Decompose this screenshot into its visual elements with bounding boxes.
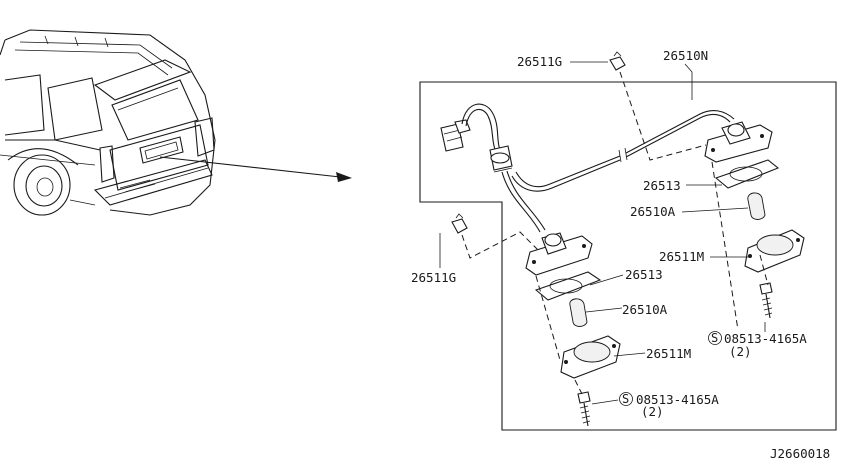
vehicle-illustration [0,29,216,216]
label-26510a-left: 26510A [622,302,668,317]
label-26511g-top: 26511G [517,54,562,69]
installation-lines [461,71,769,395]
screw-marker-left: S [622,392,629,406]
qty-left: (2) [641,404,664,419]
label-08513-left: 08513-4165A [636,392,719,407]
right-lamp-stack [704,121,805,319]
qty-right: (2) [729,344,752,359]
location-arrow [159,156,352,182]
callout-labels: 26511G 26510N 26513 26510A 26511M S 0851… [411,48,830,461]
screw-marker-right: S [711,331,718,345]
label-26511m-right: 26511M [659,249,704,264]
left-lamp-stack [525,232,621,427]
label-08513-right: 08513-4165A [724,331,807,346]
leader-lines [439,61,766,405]
diagram-id: J2660018 [770,446,830,461]
screw-left-callout: S 08513-4165A (2) [619,392,719,419]
label-26513-right: 26513 [643,178,681,193]
label-26511m-left: 26511M [646,346,691,361]
clip-left [451,213,468,234]
detail-frame [419,81,837,431]
label-26513-left: 26513 [625,267,663,282]
label-26510a-right: 26510A [630,204,676,219]
screw-right-callout: S 08513-4165A (2) [708,331,807,359]
harness-assembly [440,103,735,233]
label-26511g-left: 26511G [411,270,456,285]
clip-top [609,51,626,71]
label-26510n: 26510N [663,48,708,63]
